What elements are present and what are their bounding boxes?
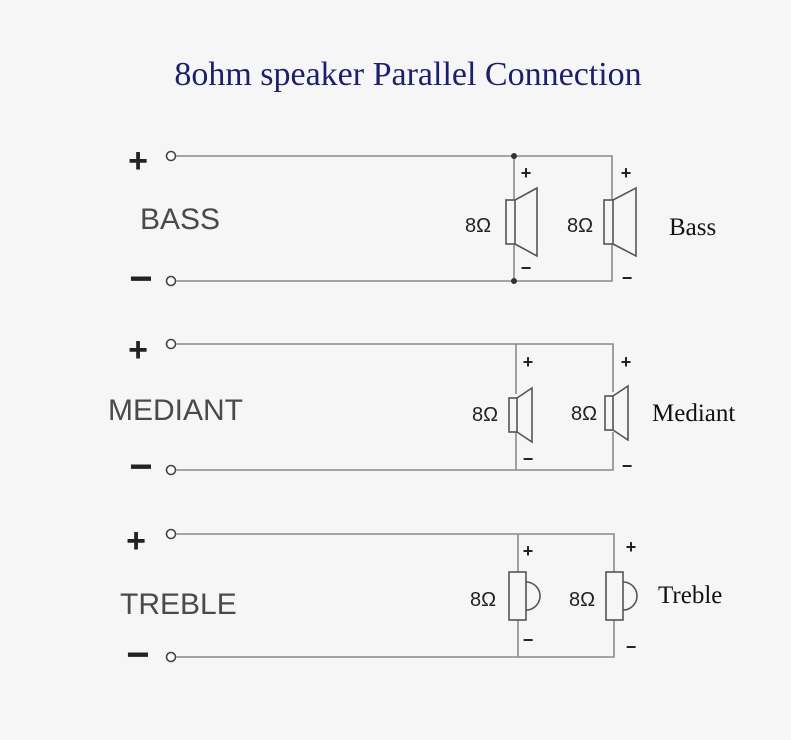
speaker-minus: − [523, 630, 534, 650]
mediant-label: MEDIANT [108, 394, 243, 427]
bass-minus-wire [176, 244, 613, 282]
impedance-label: 8Ω [465, 215, 491, 237]
treble-speaker-label: Treble [658, 582, 722, 609]
treble-minus-wire [176, 620, 615, 658]
impedance-label: 8Ω [470, 589, 496, 611]
woofer-speaker-icon [603, 186, 637, 258]
bass-plus-wire [176, 155, 613, 200]
bass-junction-top [511, 153, 517, 159]
bass-plus-terminal [165, 150, 177, 162]
speaker-minus: − [626, 637, 637, 657]
diagram-title: 8ohm speaker Parallel Connection [174, 56, 641, 93]
impedance-label: 8Ω [472, 404, 498, 426]
speaker-minus: − [523, 449, 534, 469]
mediant-minus-sign: − [129, 445, 152, 489]
treble-minus-sign: − [126, 633, 149, 677]
mediant-minus-terminal [165, 464, 177, 476]
tweeter-speaker-icon [508, 571, 541, 621]
treble-minus-terminal [165, 651, 177, 663]
impedance-label: 8Ω [571, 403, 597, 425]
bass-speaker-label: Bass [669, 214, 716, 241]
speaker-minus: − [521, 258, 532, 278]
treble-plus-terminal [165, 528, 177, 540]
bass-junction-bottom [511, 278, 517, 284]
treble-speaker-1: 8Ω + − [470, 541, 541, 650]
treble-label: TREBLE [120, 588, 237, 621]
midrange-speaker-icon [604, 384, 629, 442]
mediant-plus-sign: + [128, 331, 148, 369]
mediant-plus-wire [176, 343, 614, 392]
treble-section: + − TREBLE 8Ω + − 8Ω + − Treble [120, 522, 722, 677]
bass-plus-sign: + [128, 142, 148, 180]
mediant-speaker-1: 8Ω + − [472, 352, 533, 469]
woofer-speaker-icon [505, 186, 538, 258]
mediant-speaker-2: 8Ω + − [571, 352, 632, 476]
mediant-minus-wire [176, 432, 614, 471]
speaker-plus: + [626, 537, 637, 557]
speaker-plus: + [621, 352, 632, 372]
impedance-label: 8Ω [569, 589, 595, 611]
mediant-speaker-label: Mediant [652, 400, 735, 427]
treble-plus-sign: + [126, 522, 146, 560]
midrange-speaker-icon [508, 386, 533, 444]
speaker-plus: + [523, 352, 534, 372]
tweeter-speaker-icon [605, 571, 638, 621]
speaker-plus: + [523, 541, 534, 561]
mediant-plus-terminal [165, 338, 177, 350]
speaker-minus: − [622, 268, 633, 288]
bass-speaker-1: 8Ω + − [465, 163, 538, 278]
speaker-plus: + [521, 163, 532, 183]
treble-speaker-2: 8Ω + − [569, 537, 638, 657]
bass-section: + − BASS 8Ω + − 8Ω + − Bass [128, 142, 716, 301]
treble-plus-wire [176, 533, 615, 572]
bass-minus-terminal [165, 275, 177, 287]
bass-label: BASS [140, 203, 220, 236]
bass-minus-sign: − [129, 257, 152, 301]
impedance-label: 8Ω [567, 215, 593, 237]
mediant-section: + − MEDIANT 8Ω + − 8Ω + − Mediant [108, 331, 735, 489]
speaker-minus: − [622, 456, 633, 476]
speaker-plus: + [621, 163, 632, 183]
bass-speaker-2: 8Ω + − [567, 163, 637, 288]
